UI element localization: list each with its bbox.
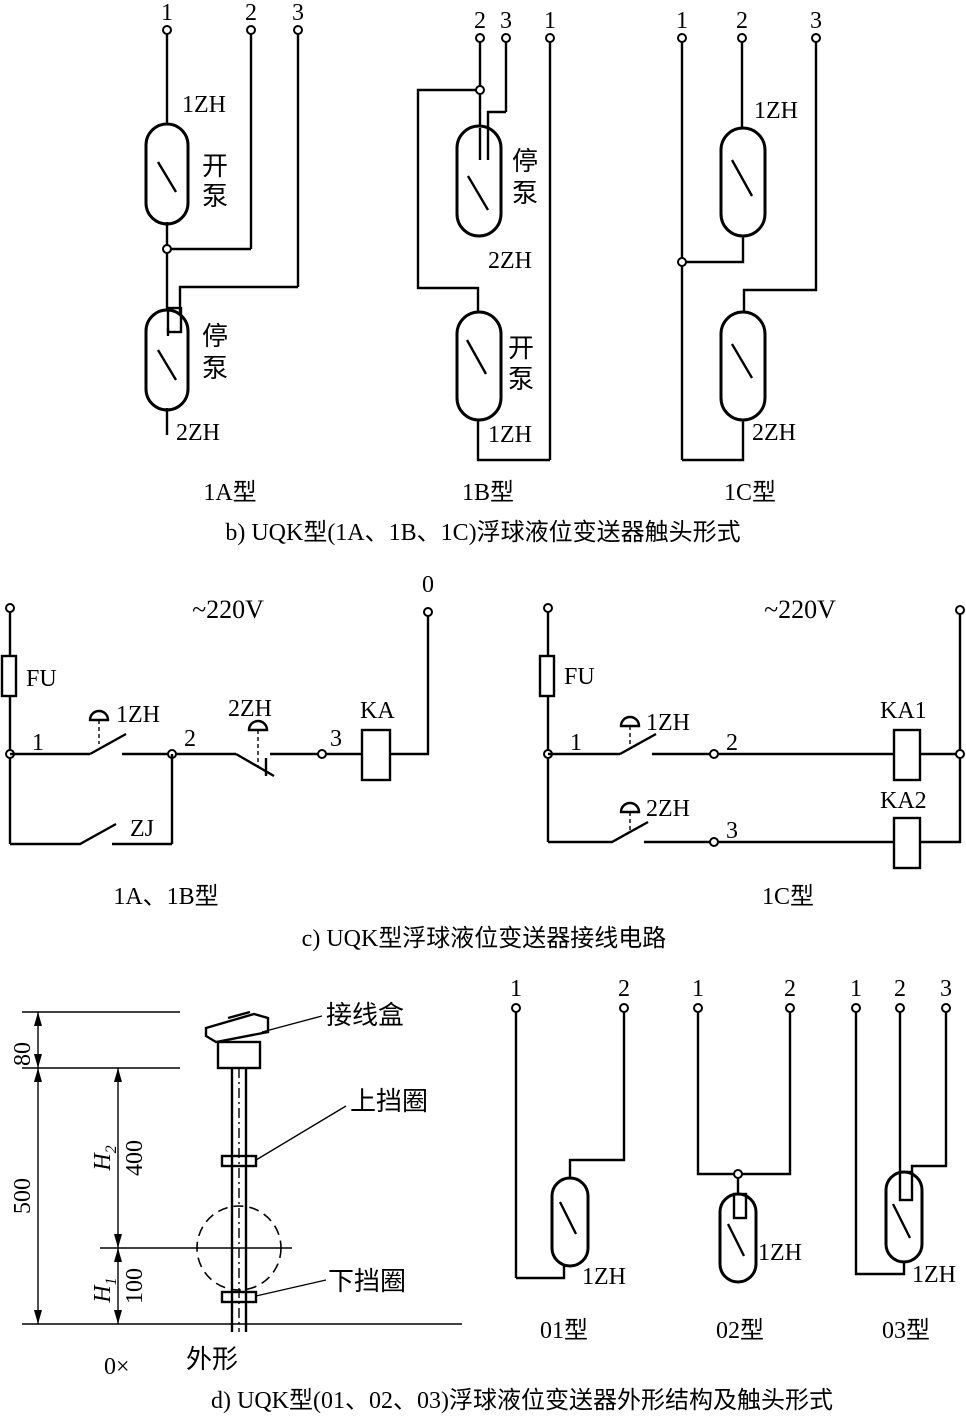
label-1zh: 1ZH — [582, 1264, 626, 1290]
contact-1a: 1 2 3 1ZH 开 泵 停 泵 2ZH 1A型 — [144, 0, 304, 506]
origin-label: 0× — [104, 1354, 130, 1380]
caption-d: d) UQK型(01、02、03)浮球液位变送器外形结构及触头形式 — [211, 1387, 833, 1414]
type-left-label: 1A、1B型 — [113, 883, 218, 910]
switch-2zh-label: 2ZH — [228, 696, 272, 722]
terminal-label: 1 — [544, 8, 556, 34]
circuit-left: FU 1ZH 2ZH KA 1 2 3 ZJ ~220V 0 1A、1B型 — [0, 572, 434, 910]
label-start-char1: 开 — [508, 334, 534, 363]
dim-80-label: 80 — [10, 1042, 36, 1066]
junction-box-label: 接线盒 — [326, 1001, 404, 1030]
label-2zh: 2ZH — [176, 420, 220, 446]
label-2zh: 2ZH — [488, 248, 532, 274]
node-2-label: 2 — [184, 726, 196, 752]
label-1zh: 1ZH — [912, 1262, 956, 1288]
type-right-label: 1C型 — [762, 883, 814, 910]
voltage-label: ~220V — [764, 595, 836, 624]
terminal-label: 1 — [510, 976, 522, 1002]
caption-b: b) UQK型(1A、1B、1C)浮球液位变送器触头形式 — [225, 519, 740, 546]
terminal-label: 3 — [810, 8, 822, 34]
svg-text:H1: H1 — [90, 1277, 120, 1303]
type-02-label: 02型 — [716, 1317, 764, 1344]
circuit-right: FU 1ZH 2ZH KA1 KA2 1 2 3 ~220V 1C型 — [538, 595, 965, 910]
contact-02: 1 2 1ZH 02型 — [692, 976, 802, 1344]
h1-label: H1 — [90, 1277, 120, 1303]
contact-1c: 1 2 3 1ZH 2ZH 1C型 — [676, 8, 822, 506]
label-stop-char2: 泵 — [512, 179, 538, 208]
holding-contact-label: ZJ — [130, 816, 154, 842]
upper-ring-label: 上挡圈 — [350, 1087, 428, 1116]
caption-c: c) UQK型浮球液位变送器接线电路 — [302, 925, 667, 952]
type-01-label: 01型 — [540, 1317, 588, 1344]
svg-text:H2: H2 — [90, 1145, 120, 1171]
node-1-label: 1 — [32, 730, 44, 756]
label-2zh: 2ZH — [752, 420, 796, 446]
lower-ring-label: 下挡圈 — [328, 1267, 406, 1296]
label-1zh: 1ZH — [758, 1240, 802, 1266]
label-stop-char1: 停 — [202, 322, 228, 351]
terminal-label: 2 — [894, 976, 906, 1002]
dim-400-label: 400 — [122, 1140, 148, 1176]
node-3-label: 3 — [330, 726, 342, 752]
terminal-label: 2 — [736, 8, 748, 34]
contact-01: 1 2 1ZH 01型 — [510, 976, 630, 1344]
terminal-label: 1 — [676, 8, 688, 34]
type-03-label: 03型 — [882, 1317, 930, 1344]
label-start-char2: 泵 — [202, 182, 228, 211]
switch-2zh-label: 2ZH — [646, 796, 690, 822]
terminal-label: 1 — [850, 976, 862, 1002]
outline-drawing: 80 500 400 100 H2 H1 — [10, 1001, 462, 1380]
terminal-label: 3 — [940, 976, 952, 1002]
label-1zh: 1ZH — [754, 98, 798, 124]
voltage-label: ~220V — [192, 595, 264, 624]
section-c: FU 1ZH 2ZH KA 1 2 3 ZJ ~220V 0 1A、1B型 — [0, 572, 965, 952]
terminal-label: 2 — [618, 976, 630, 1002]
type-1a-label: 1A型 — [203, 479, 256, 506]
relay-ka2-label: KA2 — [880, 788, 927, 814]
terminal-label: 1 — [692, 976, 704, 1002]
type-1c-label: 1C型 — [724, 479, 776, 506]
label-stop-char2: 泵 — [202, 354, 228, 383]
outline-label: 外形 — [186, 1345, 238, 1374]
relay-ka1-label: KA1 — [880, 698, 927, 724]
terminal-label: 2 — [474, 8, 486, 34]
terminal-label: 3 — [500, 8, 512, 34]
terminal-label: 2 — [245, 0, 257, 26]
h2-label: H2 — [90, 1145, 120, 1171]
label-start-char1: 开 — [202, 152, 228, 181]
terminal-label: 2 — [784, 976, 796, 1002]
dim-500-label: 500 — [10, 1178, 36, 1214]
contact-03: 1 2 3 1ZH 03型 — [850, 976, 956, 1344]
terminal-label: 3 — [292, 0, 304, 26]
fuse-label: FU — [564, 664, 595, 690]
label-1zh: 1ZH — [182, 92, 226, 118]
node-3-label: 3 — [726, 818, 738, 844]
section-d: 80 500 400 100 H2 H1 — [10, 976, 956, 1414]
switch-1zh-label: 1ZH — [646, 710, 690, 736]
neutral-label: 0 — [422, 572, 434, 598]
label-1zh: 1ZH — [488, 422, 532, 448]
section-b: 1 2 3 1ZH 开 泵 停 泵 2ZH 1A型 — [144, 0, 822, 546]
node-2-label: 2 — [726, 730, 738, 756]
type-1b-label: 1B型 — [462, 479, 514, 506]
relay-ka-label: KA — [360, 698, 395, 724]
label-start-char2: 泵 — [508, 365, 534, 394]
node-1-label: 1 — [570, 730, 582, 756]
fuse-label: FU — [26, 666, 57, 692]
label-stop-char1: 停 — [512, 147, 538, 176]
switch-1zh-label: 1ZH — [116, 702, 160, 728]
terminal-label: 1 — [161, 0, 173, 26]
dim-100-label: 100 — [122, 1268, 148, 1304]
contact-1b: 2 3 1 停 泵 2ZH 开 泵 1ZH 1B型 — [416, 8, 556, 506]
